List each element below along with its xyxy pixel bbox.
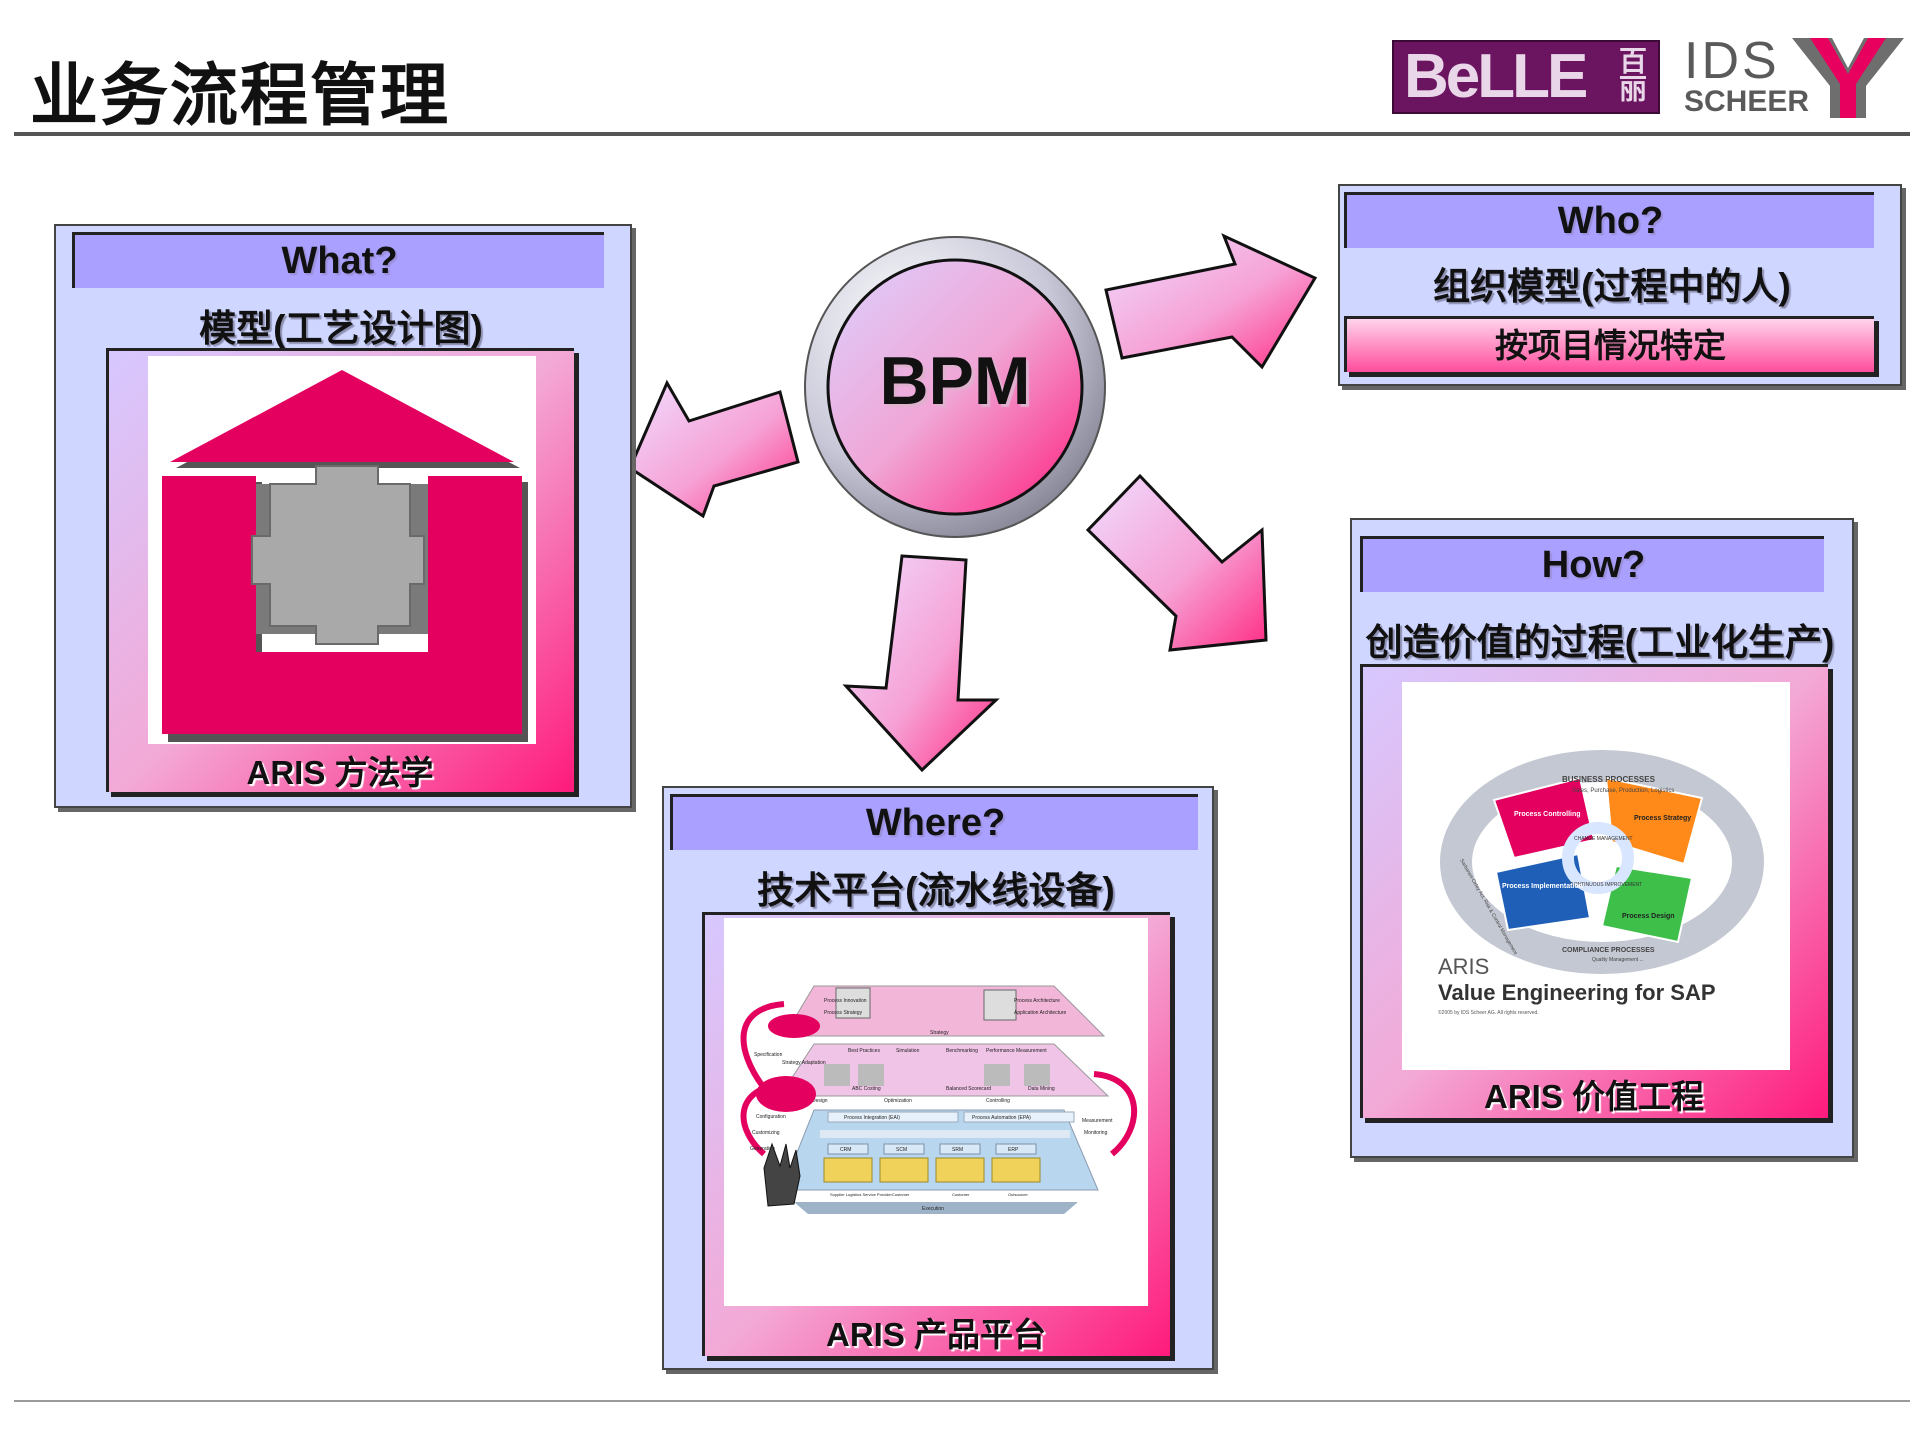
arrow-to-what <box>628 379 800 519</box>
ve-quad4: Process Design <box>1622 913 1675 920</box>
ve-inner-top: CHANGE MANAGEMENT <box>1574 836 1633 842</box>
belle-logo-text: BeLLE <box>1404 42 1588 111</box>
pl-side-custom: Customizing <box>752 1130 780 1136</box>
ve-quad3: Process Implementation <box>1502 883 1583 890</box>
what-subtitle: 模型(工艺设计图) <box>199 308 483 349</box>
bpm-label: BPM <box>879 343 1031 419</box>
pl-side-config: Configuration <box>756 1114 786 1120</box>
value-engineering-diagram: BUSINESS PROCESSES Sales, Purchase, Prod… <box>1438 750 1764 1016</box>
pl-l1-right2: Application Architecture <box>1014 1010 1066 1016</box>
pl-l2-ctrl: Controlling <box>986 1098 1010 1104</box>
ve-ring-top: BUSINESS PROCESSES <box>1562 775 1656 784</box>
pl-side-gen: Generation <box>750 1146 775 1152</box>
ids-logo-text: IDS <box>1684 32 1780 90</box>
pl-sys-3: ERP <box>1008 1147 1019 1153</box>
pl-l2-f: ABC Costing <box>852 1086 881 1092</box>
what-question: What? <box>72 232 604 288</box>
ve-product: Value Engineering for SAP <box>1438 980 1716 1005</box>
pl-l2-design: Design <box>812 1098 828 1104</box>
bpm-circle <box>804 236 1106 538</box>
where-subtitle: 技术平台(流水线设备) <box>757 870 1115 911</box>
pl-side-mon: Monitoring <box>1084 1130 1108 1136</box>
pl-actor-2: Customer <box>952 1192 970 1197</box>
pl-l2-g: Balanced Scorecard <box>946 1086 991 1092</box>
pl-sys-2: SRM <box>952 1147 963 1153</box>
pl-side-spec: Specification <box>754 1052 783 1058</box>
platform-image: Process Innovation Process Strategy Proc… <box>724 918 1148 1306</box>
where-caption: ARIS 产品平台 <box>825 1316 1046 1353</box>
pl-l2-c: Benchmarking <box>946 1048 978 1054</box>
who-question: Who? <box>1344 192 1874 248</box>
ve-brand: ARIS <box>1438 954 1489 979</box>
ve-inner-bottom: CONTINUOUS IMPROVEMENT <box>1570 882 1642 888</box>
pl-l2-d: Performance Measurement <box>986 1048 1047 1054</box>
pl-l3-eai: Process Integration (EAI) <box>844 1115 900 1121</box>
pl-l1-right: Process Architecture <box>1014 998 1060 1004</box>
pl-actor-3: Outsourcer <box>1008 1192 1028 1197</box>
pl-l2-b: Simulation <box>896 1048 920 1054</box>
ve-quad1: Process Controlling <box>1514 811 1581 818</box>
pl-actor-0: Supplier Logistics Service Provider <box>830 1192 892 1197</box>
pl-l2-opt: Optimization <box>884 1098 912 1104</box>
pl-actor-1: Customer <box>892 1192 910 1197</box>
value-engineering-image: BUSINESS PROCESSES Sales, Purchase, Prod… <box>1402 682 1790 1070</box>
pl-sys-0: CRM <box>840 1147 851 1153</box>
arrow-to-where <box>842 554 1000 773</box>
aris-house-icon <box>162 370 528 742</box>
footer-rule <box>14 1400 1910 1402</box>
pl-l1-left: Process Innovation <box>824 998 867 1004</box>
arrow-to-how <box>1085 473 1268 652</box>
ve-ring-bottom: COMPLIANCE PROCESSES <box>1562 947 1655 954</box>
aris-house-image <box>148 356 536 744</box>
how-subtitle: 创造价值的过程(工业化生产) <box>1365 622 1835 663</box>
title-rule <box>14 132 1910 136</box>
how-caption: ARIS 价值工程 <box>1483 1078 1704 1115</box>
scheer-logo-text: SCHEER <box>1684 85 1810 118</box>
pl-l2-h: Data Mining <box>1028 1086 1055 1092</box>
ve-ring-top-sub: Sales, Purchase, Production, Logistics <box>1572 788 1674 794</box>
page-title: 业务流程管理 <box>30 58 451 134</box>
belle-logo-cn: 百丽 <box>1616 46 1647 102</box>
pl-l1-left2: Process Strategy <box>824 1010 863 1016</box>
pl-l2-a: Best Practices <box>848 1048 880 1054</box>
where-question: Where? <box>670 794 1198 850</box>
pl-l1-label: Strategy <box>930 1030 949 1036</box>
ve-ring-bottom-sub: Quality Management ... <box>1592 957 1644 963</box>
arrow-to-who <box>1104 233 1318 370</box>
pl-l2-e: Strategy Adaptation <box>782 1060 826 1066</box>
ve-copyright: ©2005 by IDS Scheer AG. All rights reser… <box>1438 1009 1539 1016</box>
who-subtitle: 组织模型(过程中的人) <box>1433 266 1791 307</box>
what-caption: ARIS 方法学 <box>246 754 434 791</box>
belle-logo: BeLLE 百丽 <box>1392 40 1660 114</box>
who-tag: 按项目情况特定 <box>1344 316 1874 372</box>
pl-l3-epa: Process Automation (EPA) <box>972 1115 1031 1121</box>
ids-scheer-logo: IDS SCHEER <box>1684 34 1914 120</box>
aris-platform-diagram: Process Innovation Process Strategy Proc… <box>740 985 1138 1214</box>
pl-l3-exec: Execution <box>922 1206 944 1212</box>
pl-sys-1: SCM <box>896 1147 907 1153</box>
y-mark-icon <box>1792 38 1904 118</box>
how-question: How? <box>1360 536 1824 592</box>
ve-quad2: Process Strategy <box>1634 815 1691 822</box>
pl-side-meas: Measurement <box>1082 1118 1113 1124</box>
